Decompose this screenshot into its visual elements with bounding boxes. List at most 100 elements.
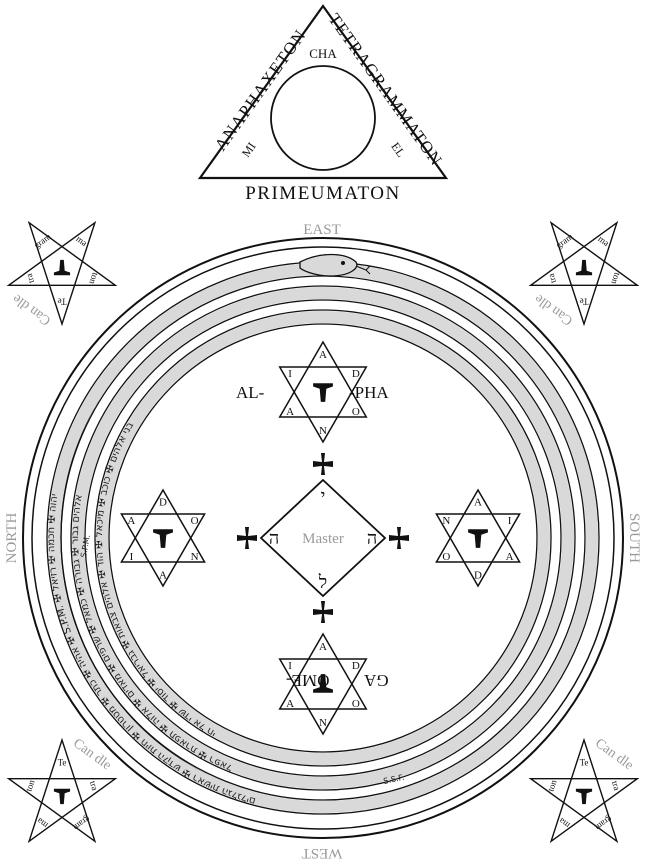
pentagram-bottom-left-word: tra (88, 780, 100, 792)
pentagram-bottom-left-word: ton (23, 778, 36, 793)
snake-band-2-outer-edge (70, 285, 576, 791)
snake-initials-spm: S.P.M. (79, 534, 92, 558)
cross-left (237, 527, 257, 549)
hexagram-top-tau-icon (313, 383, 333, 402)
triangle-outline (197, 4, 449, 180)
pentagram-top-right-side-label: Can dle (532, 291, 576, 329)
pentagram-bottom-left-word: gram (71, 814, 92, 833)
pentagram-bottom-left-side-label: Can dle (70, 736, 114, 774)
triangle-right-inner-text: EL (388, 140, 408, 160)
diamond-top-letter: י (321, 486, 326, 506)
outer-circle-inner-line (31, 246, 615, 830)
hexagram-left-letter: A (127, 515, 135, 527)
hexagram-bottom-right-label: OME- (286, 671, 330, 690)
circle-rings (22, 237, 624, 839)
diamond-bottom-letter: ל (318, 572, 327, 592)
hexagram-left-letter: A (159, 570, 167, 582)
direction-east: EAST (303, 222, 341, 238)
hexagram-top-left-label: AL- (236, 383, 265, 402)
hexagram-top-letter: N (319, 425, 327, 437)
triangle-figure: ANAPHAXETON TETRAGRAMMATON PRIMEUMATON C… (197, 4, 449, 204)
hexagram-top-letter: D (352, 368, 360, 380)
snake-head (299, 253, 371, 277)
cross-right (389, 527, 409, 549)
pentagram-top-left-word: tra (24, 272, 36, 284)
pentagram-top-right-word: ton (609, 271, 622, 286)
center-diamond: Master י ל ה ה (259, 478, 387, 598)
pentagram-bottom-right-side-label: Can dle (592, 736, 636, 774)
pentagram-top-right-word: gram (554, 231, 575, 250)
snake-band-2 (72, 287, 574, 789)
snake-band-3-inner-edge (108, 323, 538, 753)
hexagram-right-tau-icon (468, 529, 488, 548)
pentagram-bottom-left-word: Te (58, 757, 67, 767)
pentagram-top-right-word: tra (546, 272, 558, 284)
diamond-right-letter: ה (367, 528, 377, 548)
pentagram-bottom-right-word: tra (610, 780, 622, 792)
hexagram-left-letter: O (191, 515, 199, 527)
hexagram-bottom-left-label: GA (363, 671, 388, 690)
pentagram-top-right-word: Te (580, 297, 589, 307)
pentagram-bottom-right-word: Te (580, 757, 589, 767)
hexagram-top-letter: I (288, 368, 292, 380)
hexagram-right-letter: A (474, 497, 482, 509)
pentagram-bottom-right-tau-icon (575, 788, 593, 805)
pentagram-top-right-tau-icon (575, 259, 593, 276)
cross-bottom (313, 601, 333, 623)
hexagram-bottom-letter: I (288, 660, 292, 672)
snake-band-3-outer-edge (94, 309, 552, 767)
pentagram-bottom-right-word: gram (593, 814, 614, 833)
direction-west: WEST (302, 845, 343, 861)
hexagram-bottom-letter: A (319, 641, 327, 653)
hexagram-left-letter: D (159, 497, 167, 509)
master-label: Master (302, 531, 344, 547)
hexagram-left-letter: I (130, 551, 134, 563)
pentagram-top-left-side-label: Can dle (10, 291, 54, 329)
pentagram-bottom-left-tau-icon (53, 788, 71, 805)
pentagram-bottom-right-word: ton (545, 778, 558, 793)
triangle-left-text: ANAPHAXETON (211, 25, 311, 154)
pentagram-top-left-tau-icon (53, 259, 71, 276)
hexagram-right-letter: A (506, 551, 514, 563)
hexagram-bottom-letter: N (319, 717, 327, 729)
hexagram-bottom-letter: O (352, 698, 360, 710)
hexagram-bottom-letter: D (352, 660, 360, 672)
triangle-right-text: TETRAGRAMMATON (325, 10, 447, 170)
triangle-top-inner-text: CHA (309, 46, 337, 61)
snake-initials-ssf: S.S.F. (383, 773, 406, 786)
hexagram-bottom-letter: A (286, 698, 294, 710)
hexagram-bottom-tau-icon (313, 674, 333, 693)
direction-north: NORTH (4, 512, 20, 563)
pentagram-top-left-word: Te (58, 297, 67, 307)
snake-band-2-inner-edge (84, 299, 562, 777)
triangle-inner-circle (270, 65, 376, 171)
hexagram-left: D O N A I A (120, 488, 206, 588)
hexagram-left-letter: N (191, 551, 199, 563)
hexagram-top-letter: A (319, 349, 327, 361)
triangle-bottom-text: PRIMEUMATON (245, 183, 401, 204)
cross-top (313, 453, 333, 475)
hexagram-left-tau-icon (153, 529, 173, 548)
hexagram-top-letter: O (352, 406, 360, 418)
diamond-left-letter: ה (269, 528, 279, 548)
hexagram-bottom: N A I A D O (278, 632, 368, 736)
snake-band-3 (96, 311, 550, 765)
hexagram-right-letter: N (442, 515, 450, 527)
direction-south: SOUTH (626, 513, 642, 563)
outer-circle (22, 237, 624, 839)
cross-markers (237, 453, 409, 623)
pentagram-top-left-word: gram (32, 231, 53, 250)
triangle-left-inner-text: MI (239, 140, 259, 160)
hexagram-right-letter: O (442, 551, 450, 563)
pentagram-top-left-word: ton (87, 271, 100, 286)
diamond-outline (259, 478, 387, 598)
